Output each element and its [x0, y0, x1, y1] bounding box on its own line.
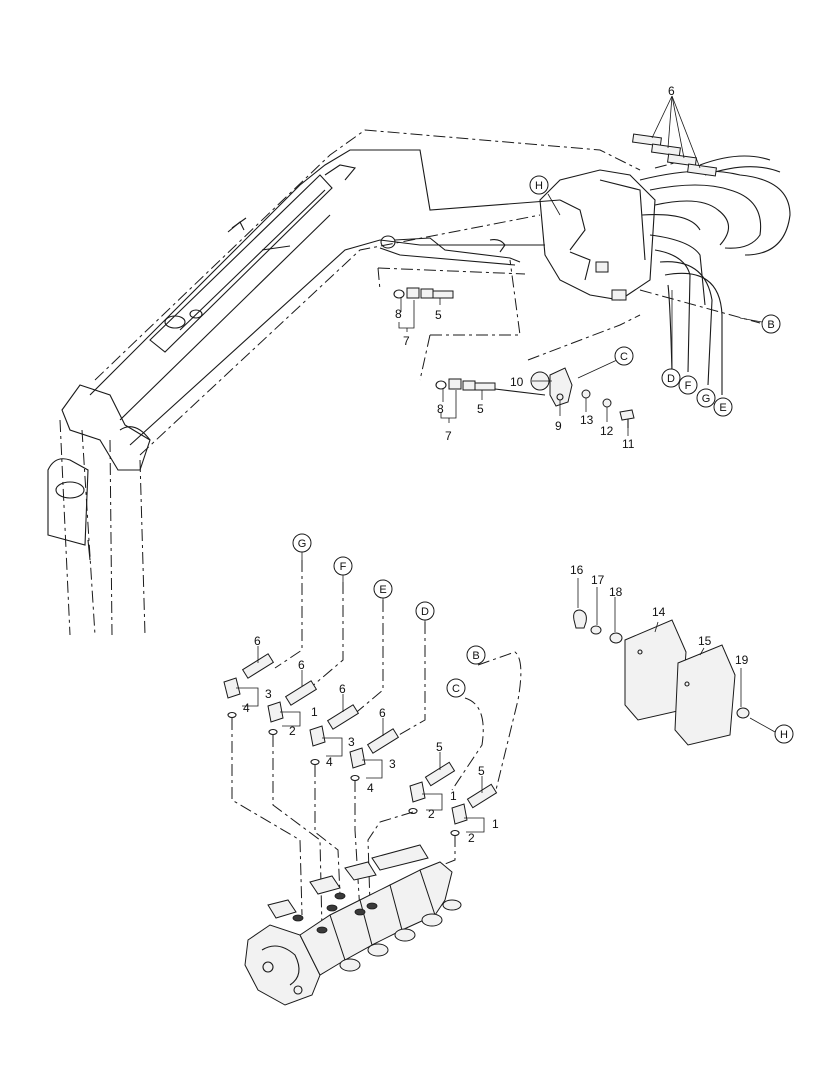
callout-7-lower: 7: [445, 429, 452, 443]
callout-15: 15: [698, 634, 712, 648]
callout-3-c: 3: [389, 757, 396, 771]
boom-arm-assembly: [47, 129, 791, 636]
letter-d-upper: D: [667, 373, 675, 385]
callout-1-b: 1: [450, 789, 457, 803]
callout-8-lower: 8: [437, 402, 444, 416]
callout-6-f: 6: [298, 658, 305, 672]
callout-3-b: 3: [348, 735, 355, 749]
callout-17: 17: [591, 573, 605, 587]
lower-fitting-group: [435, 378, 546, 396]
callout-2-c: 2: [468, 831, 475, 845]
letter-e-upper: E: [719, 402, 726, 414]
letter-d-lower: D: [421, 606, 429, 618]
callout-6-d: 6: [379, 706, 386, 720]
upper-fitting-group: [393, 287, 454, 299]
control-valve-block: [244, 844, 462, 1006]
callout-19: 19: [735, 653, 749, 667]
callout-18: 18: [609, 585, 623, 599]
callout-2-a: 2: [289, 724, 296, 738]
callout-5-top: 5: [435, 308, 442, 322]
callout-10: 10: [510, 375, 524, 389]
callout-4-b: 4: [326, 755, 333, 769]
callout-2-b: 2: [428, 807, 435, 821]
callout-1-a: 1: [311, 705, 318, 719]
letter-g-upper: G: [702, 393, 711, 405]
callout-9: 9: [555, 419, 562, 433]
letter-c-upper: C: [620, 351, 628, 363]
letter-g-lower: G: [298, 538, 307, 550]
callout-1-c: 1: [492, 817, 499, 831]
callout-5-c: 5: [436, 740, 443, 754]
callout-11: 11: [622, 437, 635, 451]
callout-6-top: 6: [668, 84, 675, 98]
hose-routing: [231, 560, 522, 931]
callout-16: 16: [570, 563, 584, 577]
callout-12: 12: [600, 424, 614, 438]
letter-h-upper: H: [535, 180, 543, 192]
callout-13: 13: [580, 413, 594, 427]
callout-5-b: 5: [478, 764, 485, 778]
lower-hose-fittings: [223, 653, 498, 837]
callout-7-top: 7: [403, 334, 410, 348]
top-hose-fittings: [632, 133, 717, 177]
connection-letters: H C B D F G E G F E D B C H: [292, 175, 794, 744]
clamp-assembly: [530, 367, 635, 428]
letter-b-lower: B: [472, 650, 479, 662]
letter-f-upper: F: [685, 380, 692, 392]
letter-c-lower: C: [452, 683, 460, 695]
callout-5-lower: 5: [477, 402, 484, 416]
callout-3-a: 3: [265, 687, 272, 701]
callout-6-e: 6: [339, 682, 346, 696]
letter-f-lower: F: [340, 561, 347, 573]
leader-lines: [236, 95, 776, 833]
callout-4-c: 4: [367, 781, 374, 795]
callout-6-g: 6: [254, 634, 261, 648]
part-number-callouts: 6 8 7 5 10 8 5 7 9 13 12 11 6 6 6 6 5 5 …: [243, 84, 749, 845]
callout-4-a: 4: [243, 701, 250, 715]
callout-14: 14: [652, 605, 666, 619]
letter-e-lower: E: [379, 584, 386, 596]
letter-h-lower: H: [780, 729, 788, 741]
letter-b-upper: B: [767, 319, 774, 331]
callout-8-top: 8: [395, 307, 402, 321]
cover-plates: [573, 609, 750, 746]
